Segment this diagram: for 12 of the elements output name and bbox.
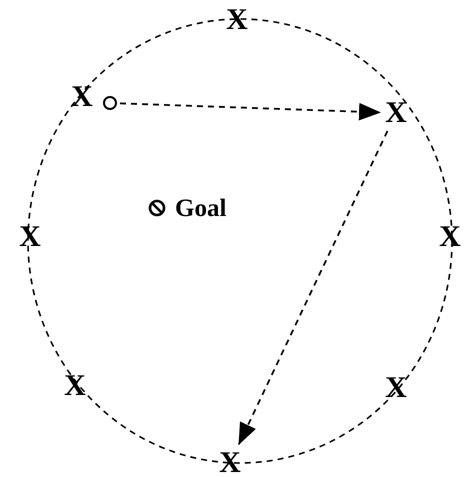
position-marker: X [63, 371, 87, 401]
position-marker: X [225, 5, 249, 35]
goal-label: Goal [175, 195, 226, 223]
position-marker: X [384, 373, 408, 403]
start-point [103, 96, 117, 110]
position-marker: X [218, 448, 242, 477]
position-marker: X [384, 98, 408, 128]
position-marker: X [438, 222, 462, 252]
dashed-arrow [238, 130, 388, 446]
dashed-arrow [120, 102, 382, 120]
position-marker: X [18, 222, 42, 252]
position-marker: X [70, 82, 94, 112]
